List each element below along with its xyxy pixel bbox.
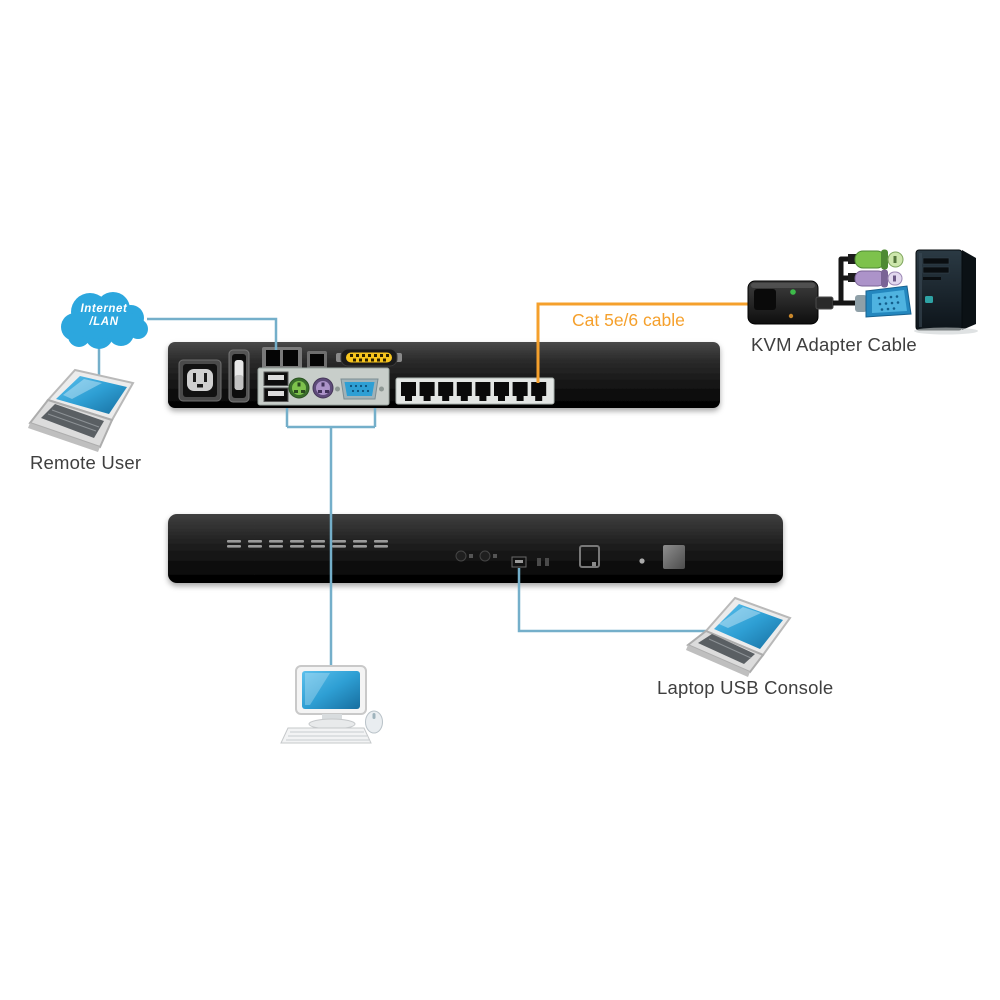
kvm-port-row xyxy=(395,377,555,405)
kvm-port xyxy=(475,382,491,401)
vga-port xyxy=(335,378,384,400)
kvm-switch-rear-panel xyxy=(168,342,720,408)
ps2-mouse-port xyxy=(312,377,334,399)
tower-power-button xyxy=(925,296,933,303)
console-front-panel xyxy=(168,514,783,583)
lan-port-primary xyxy=(262,347,302,369)
cat5-cable-line xyxy=(536,302,750,383)
local-console-cable-line xyxy=(285,408,377,668)
remote-user-laptop xyxy=(28,368,135,452)
kvm-port xyxy=(512,382,528,401)
desktop-monitor xyxy=(295,665,367,730)
kvm-adapter-cable-label: KVM Adapter Cable xyxy=(751,334,917,355)
panel-led xyxy=(639,558,645,564)
cat5-cable-label: Cat 5e/6 cable xyxy=(572,310,685,330)
kvm-port xyxy=(531,382,547,401)
lan-cable-line xyxy=(147,317,278,350)
panel-indicators xyxy=(537,558,549,566)
internet-lan-label-line2: /LAN xyxy=(89,316,119,328)
power-switch xyxy=(228,349,250,403)
adapter-led xyxy=(790,289,796,295)
laptop-usb-console-label: Laptop USB Console xyxy=(657,677,834,698)
kvm-port xyxy=(419,382,435,401)
serial-port xyxy=(336,348,402,367)
lcd-icon xyxy=(579,545,600,568)
panel-buttons xyxy=(455,550,497,562)
usb-console-ports xyxy=(263,371,289,402)
desktop-keyboard xyxy=(280,727,372,744)
server-tower xyxy=(914,249,978,335)
kvm-port xyxy=(438,382,454,401)
kvm-port xyxy=(401,382,416,401)
internet-lan-label-line1: Internet xyxy=(80,303,128,315)
vga-connector xyxy=(855,285,912,318)
desktop-computer xyxy=(280,665,383,744)
ps2-keyboard-port xyxy=(288,377,310,399)
kvm-port xyxy=(494,382,509,401)
power-button xyxy=(663,545,685,569)
remote-user-label: Remote User xyxy=(30,452,142,473)
ps2-mouse-connector xyxy=(848,269,903,288)
power-socket xyxy=(178,359,222,402)
kvm-port xyxy=(456,382,472,401)
front-usb-port xyxy=(511,556,527,568)
internet-lan-label: Internet /LAN xyxy=(58,303,150,329)
desktop-mouse xyxy=(365,710,383,734)
internet-cloud xyxy=(61,292,148,349)
laptop-usb-cable-line xyxy=(517,568,726,633)
local-console-panel xyxy=(257,367,390,406)
kvm-adapter xyxy=(747,280,834,325)
lan-port-secondary xyxy=(307,351,327,369)
port-pushbutton-row xyxy=(227,540,388,548)
laptop-usb-console xyxy=(686,596,792,677)
ps2-keyboard-connector xyxy=(848,249,904,270)
